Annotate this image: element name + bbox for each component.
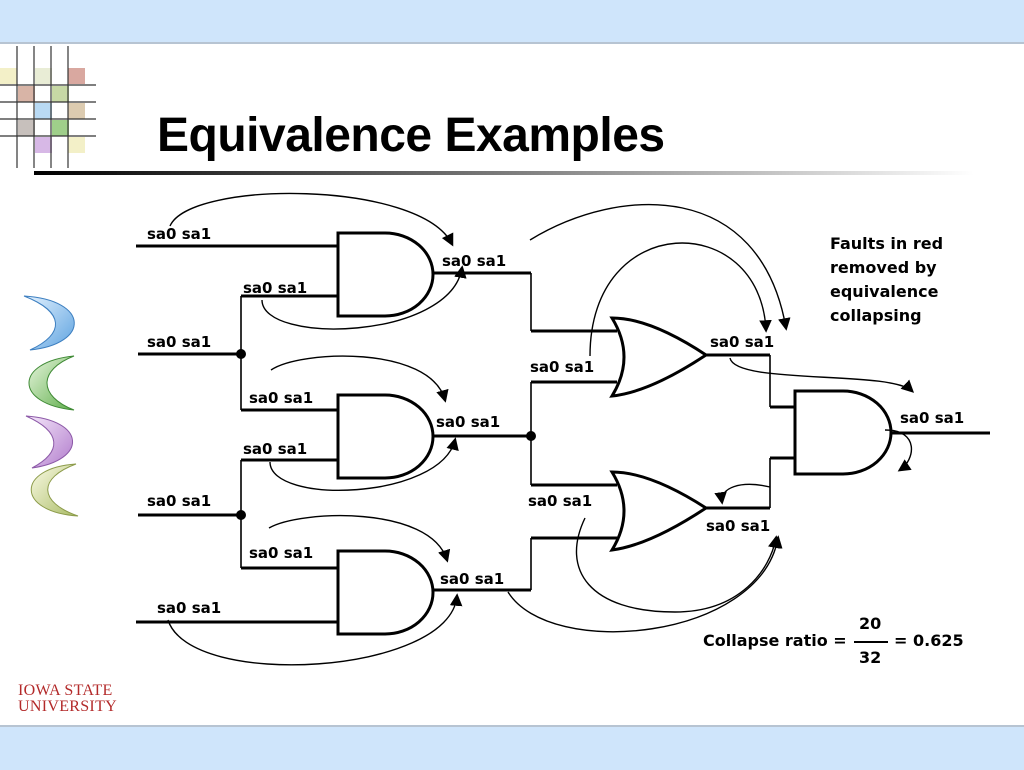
collapsing-note: Faults in red removed by equivalence col… — [830, 232, 1000, 328]
note-line: equivalence — [830, 282, 939, 301]
iowa-state-logo: IOWA STATE UNIVERSITY — [18, 683, 117, 715]
and-gate-3 — [336, 549, 435, 636]
fault-label: sa0 sa1 — [147, 333, 211, 351]
decorative-grid — [0, 46, 96, 168]
logo-line-2: UNIVERSITY — [18, 698, 117, 715]
decorative-crescents — [23, 295, 79, 517]
ratio-label: Collapse ratio = — [703, 631, 847, 650]
fault-label: sa0 sa1 — [243, 440, 307, 458]
fault-label: sa0 sa1 — [249, 389, 313, 407]
fault-label: sa0 sa1 — [528, 492, 592, 510]
fault-label: sa0 sa1 — [530, 358, 594, 376]
fault-label: sa0 sa1 — [243, 279, 307, 297]
fault-label: sa0 sa1 — [706, 517, 770, 535]
fault-label: sa0 sa1 — [147, 225, 211, 243]
fault-label: sa0 sa1 — [157, 599, 221, 617]
bottom-band — [0, 725, 1024, 770]
logo-line-1: IOWA STATE — [18, 682, 113, 699]
ratio-denominator: 32 — [859, 648, 882, 667]
ratio-result: = 0.625 — [894, 631, 964, 650]
fault-label: sa0 sa1 — [710, 333, 774, 351]
fraction-bar — [854, 641, 888, 643]
fault-label: sa0 sa1 — [442, 252, 506, 270]
note-line: removed by — [830, 258, 937, 277]
top-band — [0, 0, 1024, 44]
fault-label: sa0 sa1 — [436, 413, 500, 431]
slide-title: Equivalence Examples — [157, 109, 665, 162]
and-gate-1 — [336, 231, 435, 318]
ratio-numerator: 20 — [859, 614, 882, 633]
collapse-ratio: Collapse ratio = 20 32 = 0.625 — [703, 612, 1003, 672]
fault-label: sa0 sa1 — [249, 544, 313, 562]
title-underline — [34, 171, 974, 175]
note-line: Faults in red — [830, 234, 944, 253]
or-gate-1 — [609, 316, 709, 398]
fault-label: sa0 sa1 — [440, 570, 504, 588]
fault-label: sa0 sa1 — [900, 409, 964, 427]
fault-label: sa0 sa1 — [147, 492, 211, 510]
note-line: collapsing — [830, 306, 922, 325]
and-gate-4 — [793, 389, 893, 476]
or-gate-2 — [609, 470, 709, 552]
and-gate-2 — [336, 393, 435, 480]
